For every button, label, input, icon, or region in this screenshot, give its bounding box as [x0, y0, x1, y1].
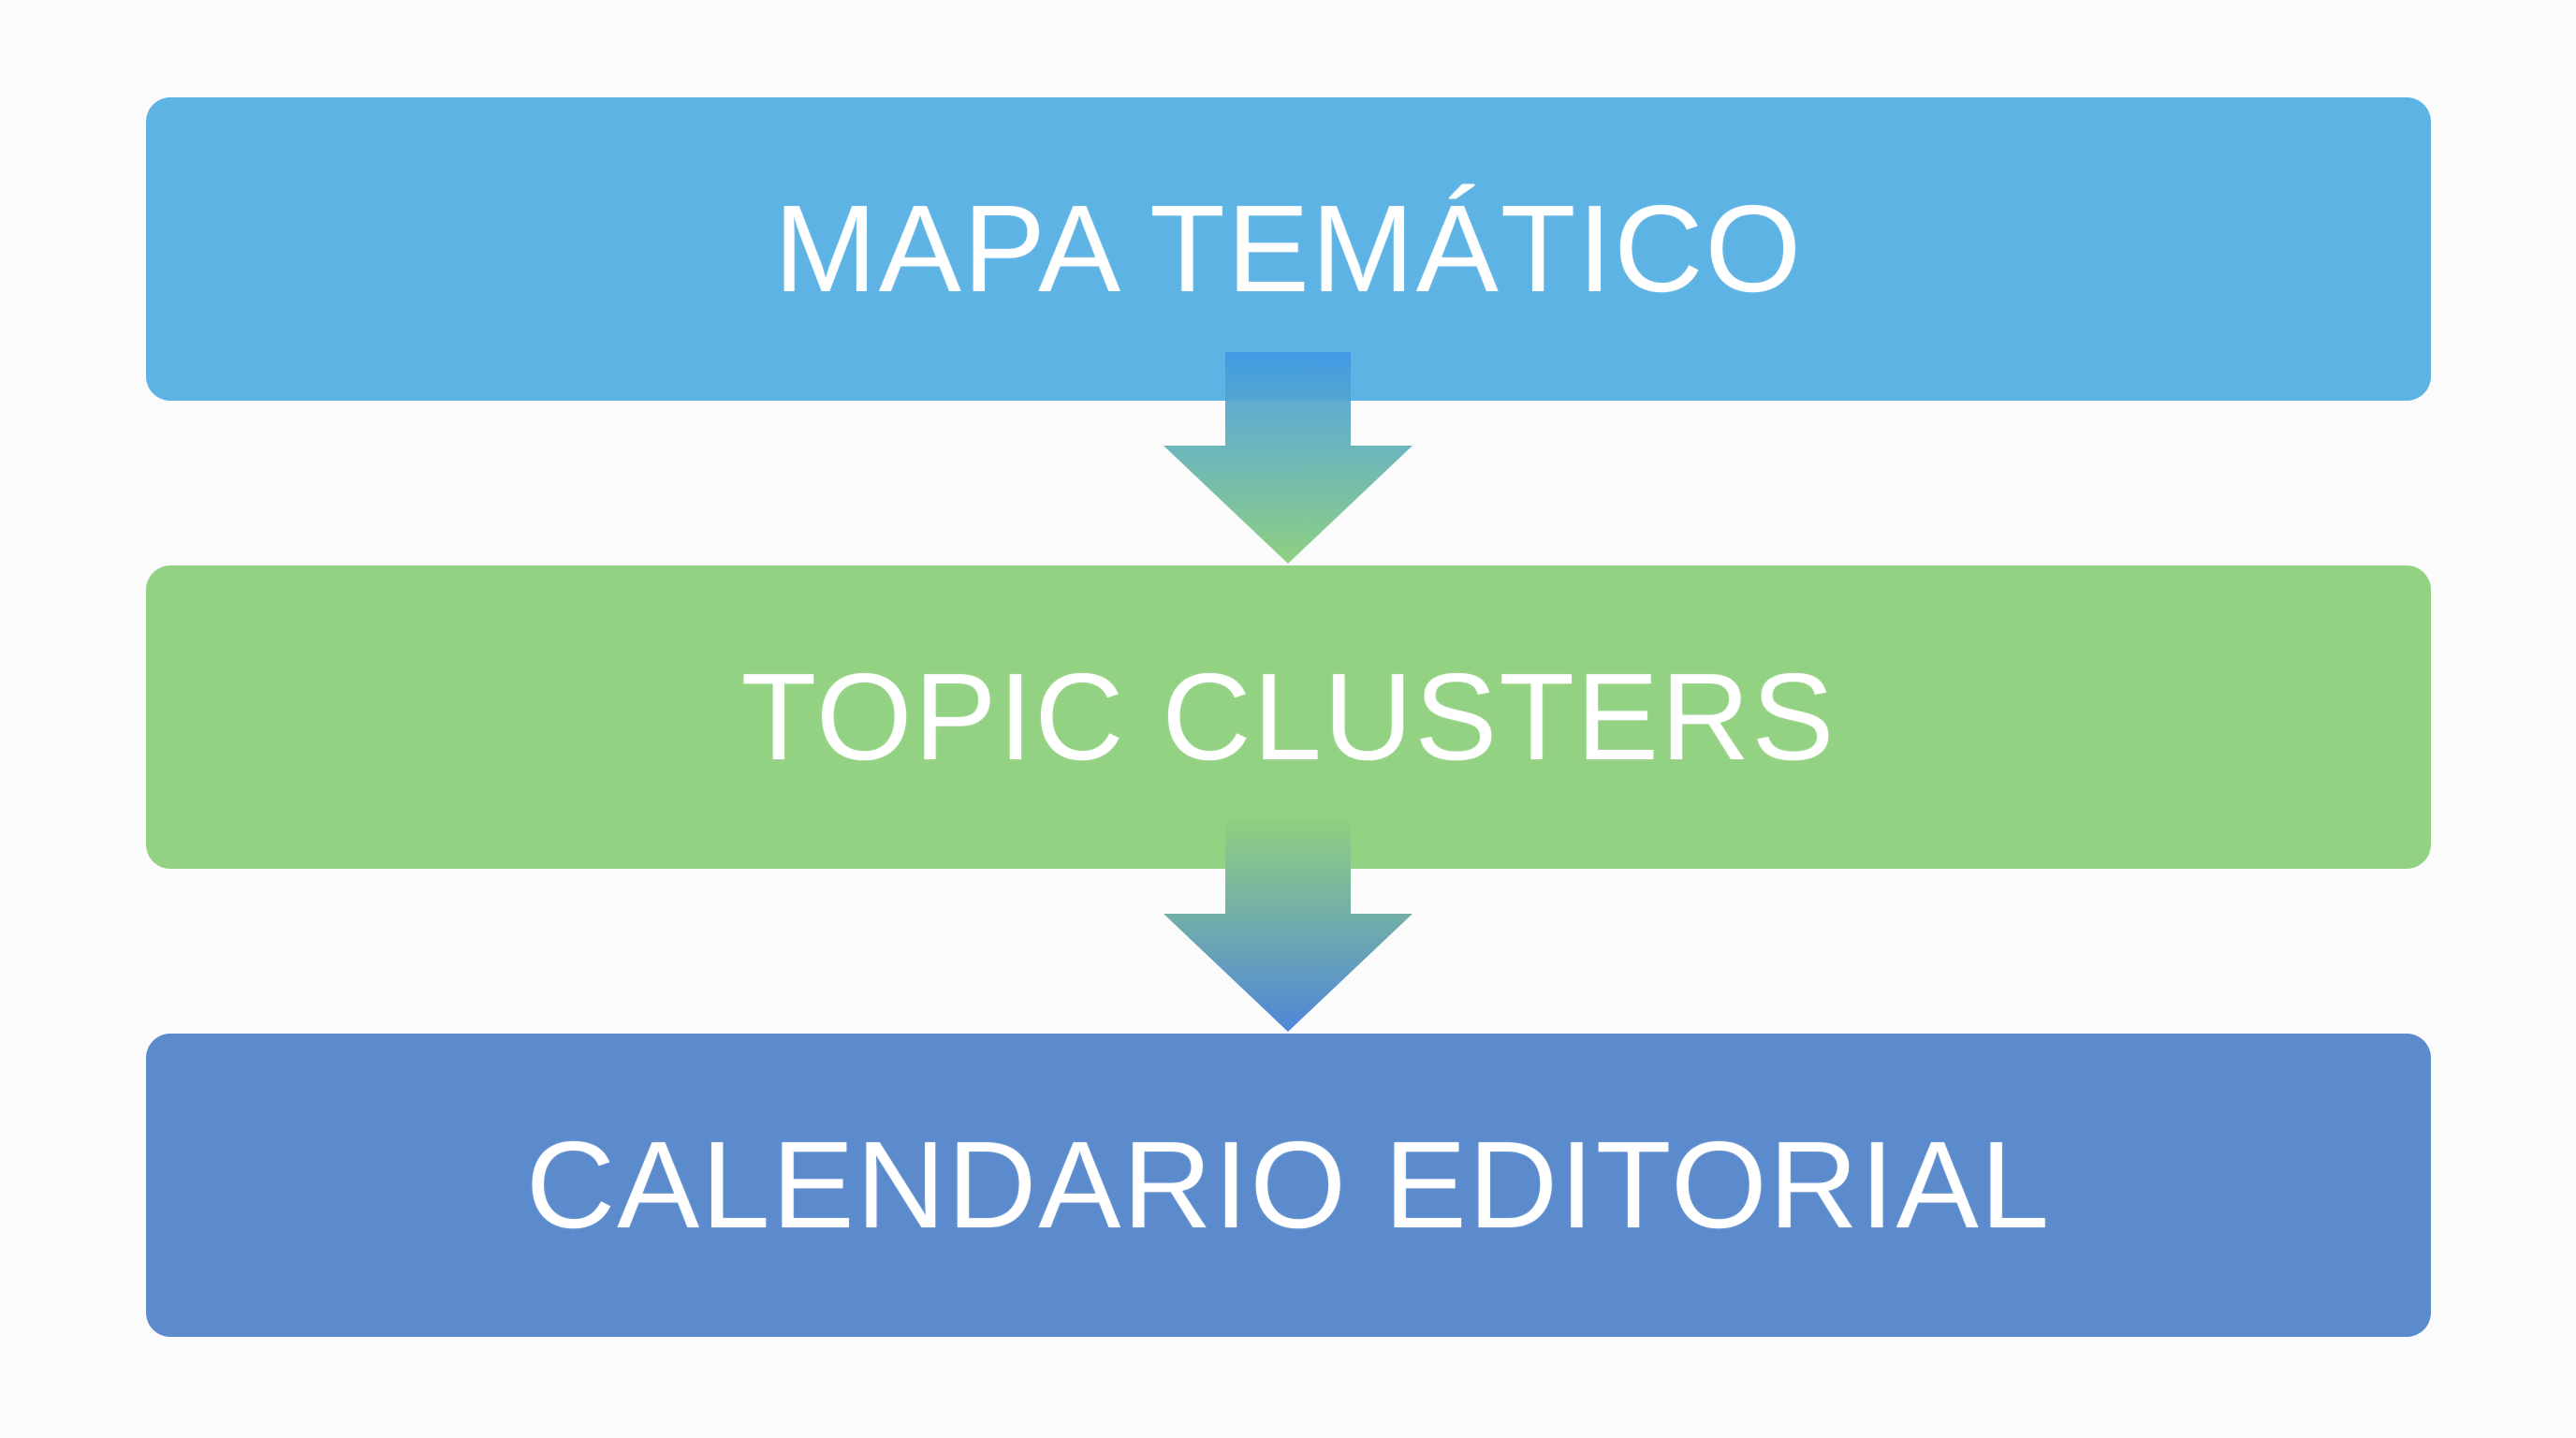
step-label: TOPIC CLUSTERS [740, 648, 1837, 785]
step-box-calendario-editorial: CALENDARIO EDITORIAL [146, 1034, 2431, 1337]
down-arrow-shape [1164, 352, 1412, 564]
step-box-mapa-tematico: MAPA TEMÁTICO [146, 97, 2431, 401]
down-arrow-shape [1164, 820, 1412, 1032]
step-label: MAPA TEMÁTICO [773, 180, 1804, 317]
step-label: CALENDARIO EDITORIAL [525, 1116, 2052, 1254]
down-arrow-icon [1164, 352, 1412, 564]
down-arrow-icon [1164, 820, 1412, 1032]
step-box-topic-clusters: TOPIC CLUSTERS [146, 565, 2431, 869]
